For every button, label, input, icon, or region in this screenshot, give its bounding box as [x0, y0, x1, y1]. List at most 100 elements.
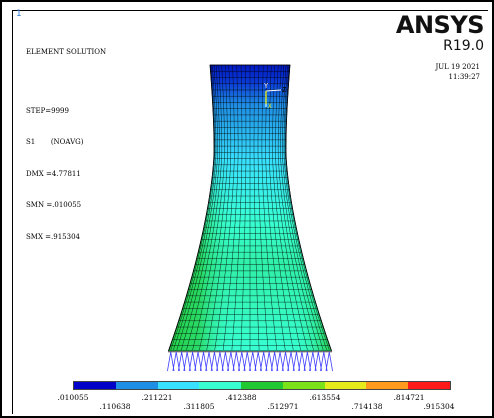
mesh-meridian — [275, 64, 308, 351]
mesh-meridian — [283, 64, 327, 351]
mesh-meridian — [186, 64, 223, 351]
support-symbol — [183, 351, 191, 372]
dmx-label: DMX =4.77811 — [26, 169, 81, 178]
support-symbol — [303, 351, 312, 372]
mesh-meridian — [265, 64, 286, 351]
legend-label-top: .814721 — [393, 393, 425, 402]
mesh-meridian — [282, 64, 324, 351]
mesh-meridian — [199, 64, 228, 351]
legend-label-top: .010055 — [57, 393, 89, 402]
support-symbol — [259, 351, 268, 372]
tower-base-contour — [210, 342, 290, 351]
support-symbol — [249, 351, 257, 372]
legend-swatch — [408, 382, 451, 389]
mesh-meridian — [176, 64, 218, 351]
mesh-meridian — [240, 65, 247, 351]
legend-label-bottom: .714138 — [351, 402, 383, 411]
legend-label-bottom: .110638 — [99, 402, 131, 411]
support-symbol — [281, 351, 290, 372]
mesh-meridian — [257, 65, 269, 351]
support-symbol — [320, 351, 328, 372]
mesh-meridian — [261, 64, 277, 351]
item-label: S1 (NOAVG) — [26, 138, 84, 146]
tower-body — [167, 64, 333, 353]
step-label: STEP=9999 — [26, 106, 69, 115]
plot-viewport[interactable]: 1 ELEMENT SOLUTION STEP=9999 S1 (NOAVG) … — [12, 9, 488, 414]
legend-label-top: .613554 — [309, 393, 341, 402]
contour-legend-bar — [73, 381, 451, 390]
legend-label-bottom: .915304 — [423, 402, 455, 411]
triad-x-label: X — [268, 103, 272, 110]
axis-triad: Y Z X — [264, 82, 286, 110]
support-symbol — [172, 351, 180, 372]
support-symbol — [232, 351, 241, 372]
legend-swatch — [115, 382, 158, 389]
legend-swatch — [366, 382, 409, 389]
legend-label-top: .211221 — [141, 393, 173, 402]
support-symbol — [199, 351, 208, 372]
legend-swatch — [199, 382, 242, 389]
mesh-meridian — [269, 64, 294, 351]
mesh-meridian — [206, 64, 232, 351]
legend-swatch — [282, 382, 325, 389]
legend-swatch — [241, 382, 283, 389]
mesh-meridian — [284, 64, 330, 351]
legend-swatch — [157, 382, 200, 389]
support-symbol — [238, 351, 246, 372]
mesh-meridian — [277, 64, 314, 351]
smx-label: SMX =.915304 — [26, 232, 80, 241]
model-view: Y Z X — [167, 64, 333, 372]
legend-label-bottom: .512971 — [267, 402, 299, 411]
triad-z-label: Z — [282, 86, 286, 94]
mesh-meridian — [214, 64, 235, 351]
mesh-meridian — [223, 64, 239, 351]
solution-title: ELEMENT SOLUTION — [26, 48, 107, 56]
legend-swatch — [74, 382, 116, 389]
tower-side-contour — [168, 65, 332, 351]
support-symbol — [325, 351, 333, 372]
support-symbol — [210, 351, 219, 372]
smn-label: SMN =.010055 — [26, 201, 82, 209]
boundary-constraints — [167, 351, 333, 372]
support-symbol — [227, 351, 235, 372]
date-label: JUL 19 2021 — [435, 63, 480, 71]
support-symbol — [205, 351, 213, 372]
mesh-meridian — [170, 64, 216, 351]
mesh-meridian — [181, 64, 220, 351]
info-block: ELEMENT SOLUTION STEP=9999 S1 (NOAVG) DM… — [26, 26, 106, 263]
triad-y-label: Y — [264, 82, 269, 90]
mesh-meridian — [173, 64, 217, 351]
support-symbol — [254, 351, 262, 372]
legend-swatch — [324, 382, 367, 389]
mesh-meridian — [280, 64, 319, 351]
support-symbol — [265, 351, 273, 372]
time-label: 11:39:27 — [448, 73, 480, 81]
support-symbol — [194, 351, 202, 372]
support-symbol — [188, 351, 197, 372]
support-symbol — [177, 351, 186, 372]
ansys-logo: ANSYS — [395, 11, 485, 39]
window-number: 1 — [16, 9, 22, 19]
support-symbol — [309, 351, 317, 372]
element-mesh — [168, 64, 332, 353]
mesh-meridian — [192, 64, 225, 351]
version-label: R19.0 — [443, 38, 484, 54]
support-symbol — [221, 351, 230, 372]
mesh-meridian — [272, 64, 301, 351]
support-symbol — [292, 351, 301, 372]
tower-edge — [167, 64, 333, 352]
mesh-meridian — [253, 65, 260, 351]
legend-label-top: .412388 — [225, 393, 257, 402]
support-symbol — [216, 351, 224, 372]
support-symbol — [314, 351, 323, 372]
support-symbol — [287, 351, 295, 372]
support-symbol — [243, 351, 251, 372]
legend-label-bottom: .311805 — [183, 402, 215, 411]
mesh-meridian — [231, 65, 243, 351]
support-symbol — [270, 351, 279, 372]
support-symbol — [167, 351, 175, 372]
triad-z-axis — [265, 89, 282, 92]
support-symbol — [276, 351, 284, 372]
support-symbol — [298, 351, 306, 372]
